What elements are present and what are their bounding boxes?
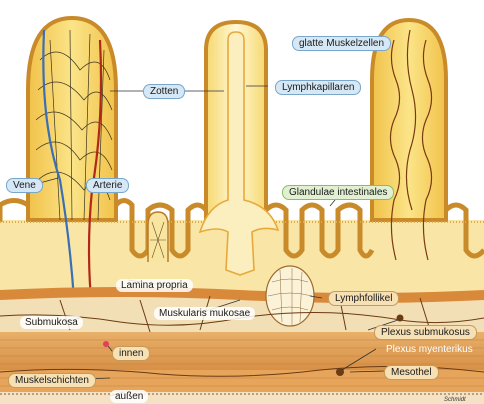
label-muskularis-mukosae: Muskularis mukosae [154,307,255,320]
lymph-follicle [266,266,314,326]
label-aussen: außen [110,390,148,403]
label-submukosa: Submukosa [20,316,83,329]
gland-small [148,212,168,262]
label-lamina-propria: Lamina propria [116,279,193,292]
label-innen: innen [112,346,150,361]
label-lymphfollikel: Lymphfollikel [328,291,399,306]
label-lymphkapillaren: Lymphkapillaren [275,80,361,95]
label-plexus-submukosus: Plexus submukosus [374,325,477,340]
label-zotten: Zotten [143,84,185,99]
label-vene: Vene [6,178,43,193]
label-plexus-myenterikus: Plexus myenterikus [384,343,475,356]
label-glatte-muskelzellen: glatte Muskelzellen [292,36,391,51]
label-mesothel: Mesothel [384,365,439,380]
label-glandulae-intestinales: Glandulae intestinales [282,185,394,200]
label-muskelschichten: Muskelschichten [8,373,96,388]
artist-signature: Schmidt [444,394,466,404]
label-arterie: Arterie [86,178,129,193]
